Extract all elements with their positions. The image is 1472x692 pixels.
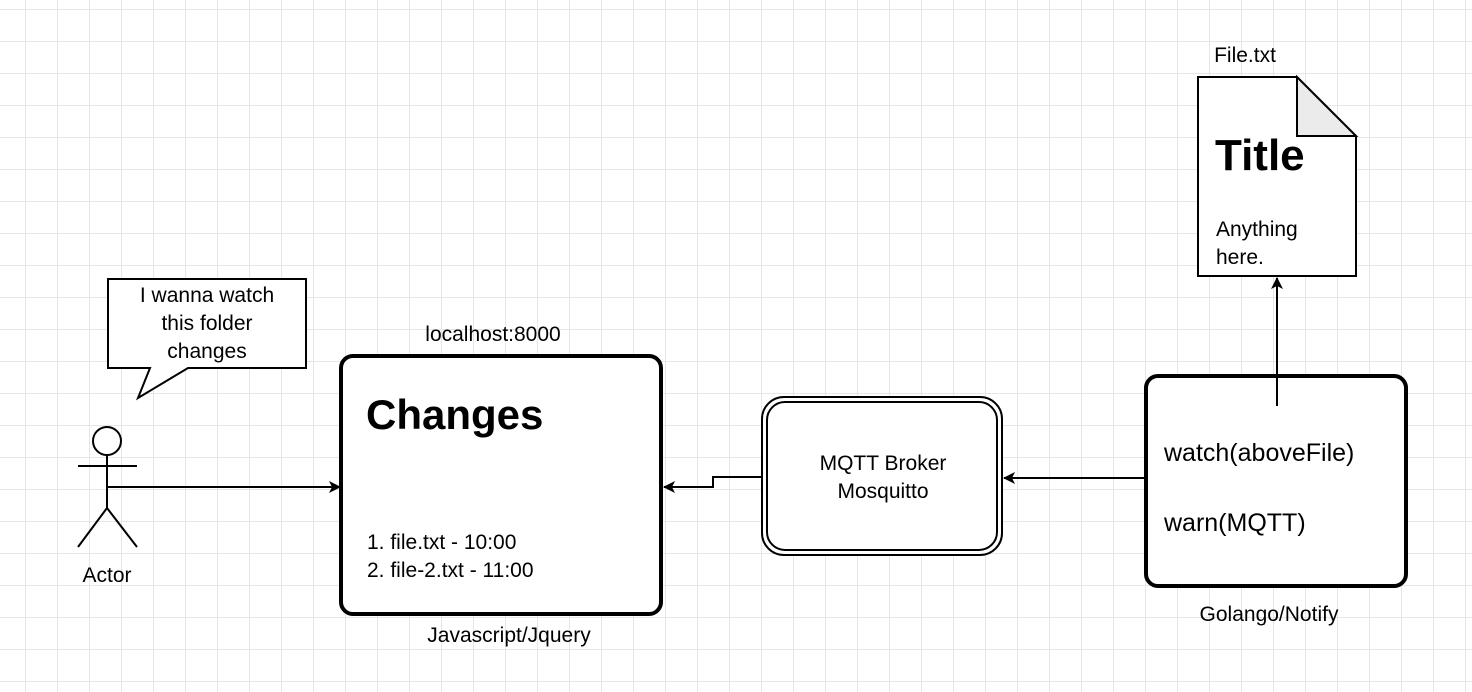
- speech-bubble-shape: [107, 278, 307, 401]
- file-body: Anything here.: [1216, 216, 1298, 272]
- speech-bubble-text: I wanna watch this folder changes: [108, 282, 306, 366]
- changes-top-label: localhost:8000: [425, 323, 561, 346]
- list-item: 2. file-2.txt - 11:00: [367, 559, 534, 582]
- speech-line: I wanna watch: [139, 284, 275, 307]
- file-title: Title: [1215, 131, 1305, 180]
- file-document-shape: [1197, 74, 1359, 277]
- broker-line: MQTT Broker: [819, 452, 947, 475]
- notify-box-shape: [1144, 374, 1408, 588]
- broker-box-shape: [761, 396, 1003, 556]
- actor-figure: [77, 426, 138, 548]
- file-body-line: here.: [1216, 246, 1264, 269]
- changes-bottom-label: Javascript/Jquery: [427, 624, 591, 647]
- broker-to-changes-arrow: [663, 476, 762, 493]
- notify-bottom-label: Golango/Notify: [1199, 603, 1339, 626]
- broker-line: Mosquitto: [837, 480, 929, 503]
- broker-label: MQTT Broker Mosquitto: [770, 450, 996, 506]
- changes-list: 1. file.txt - 10:00 2. file-2.txt - 11:0…: [367, 529, 534, 585]
- file-body-line: Anything: [1216, 218, 1298, 241]
- notify-watch-line: watch(aboveFile): [1164, 439, 1355, 467]
- notify-warn-line: warn(MQTT): [1164, 509, 1306, 537]
- list-item: 1. file.txt - 10:00: [367, 531, 517, 554]
- file-label: File.txt: [1214, 44, 1276, 67]
- changes-box-shape: [339, 354, 663, 616]
- changes-title: Changes: [366, 391, 544, 438]
- speech-line: this folder: [161, 312, 253, 335]
- speech-line: changes: [167, 340, 247, 363]
- actor-label: Actor: [82, 564, 132, 587]
